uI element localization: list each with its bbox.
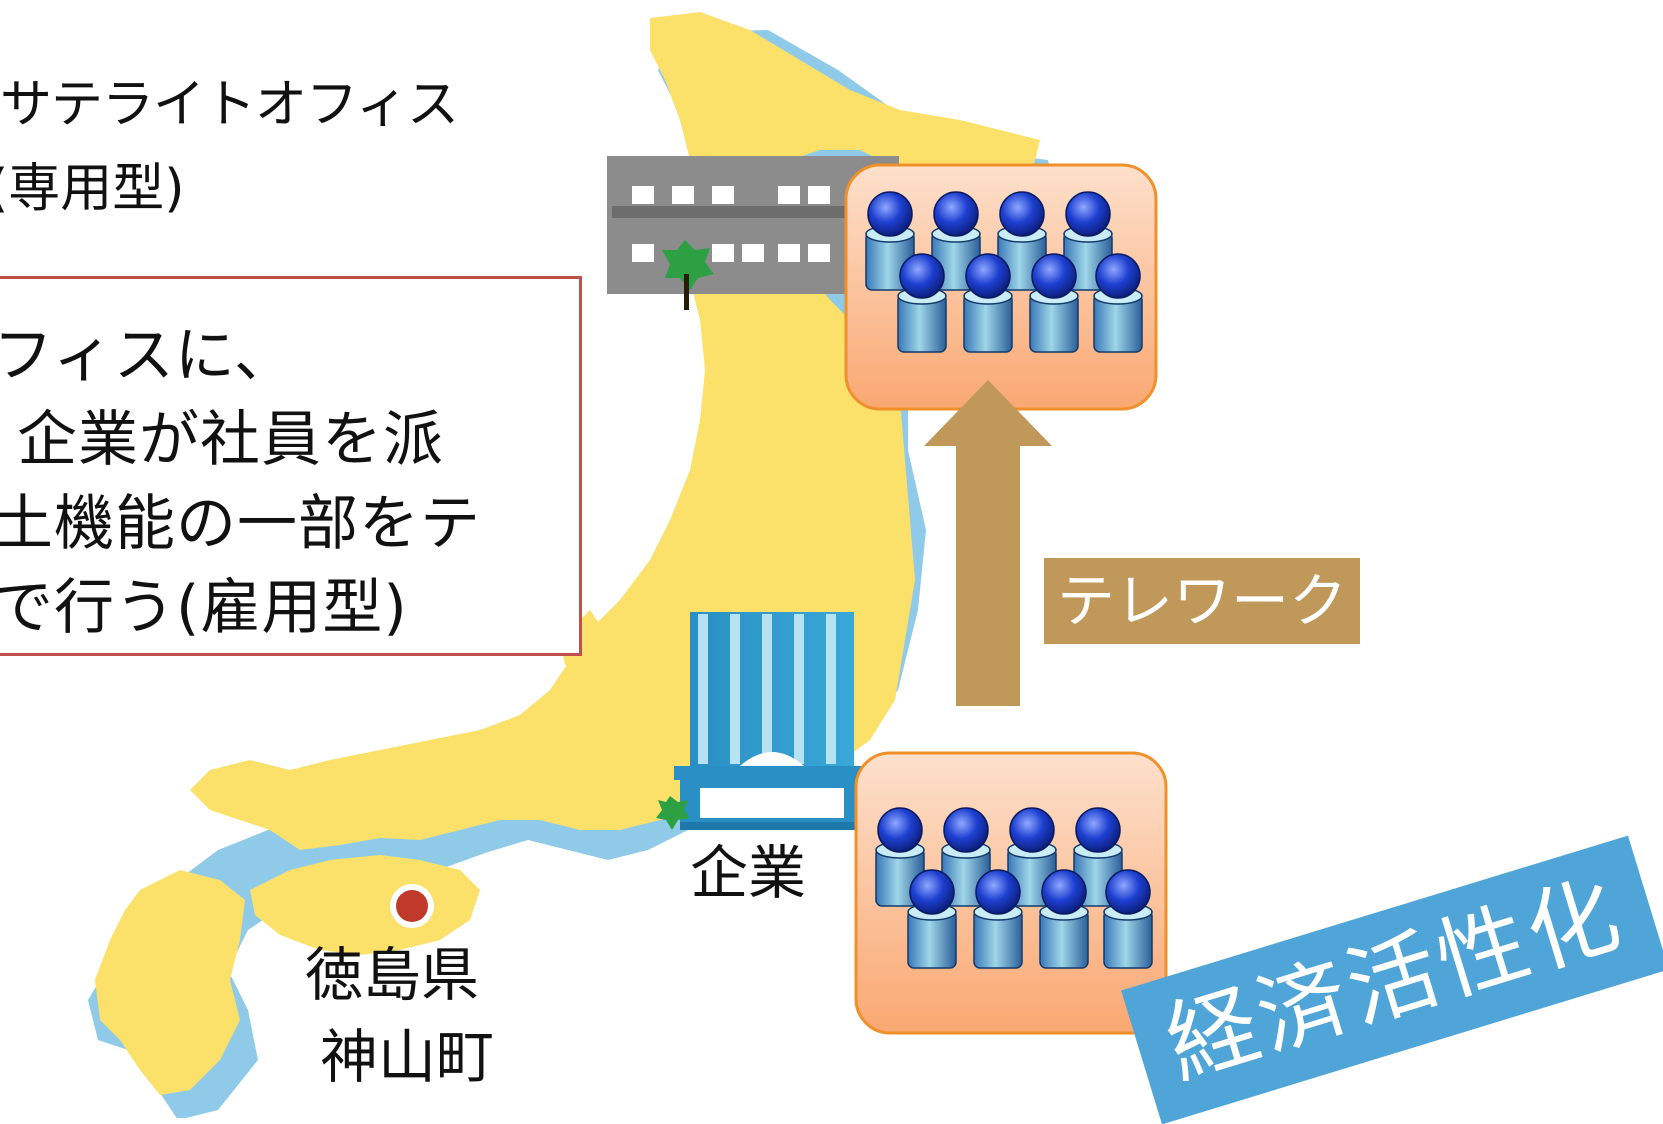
- description-line: 企業が社員を派: [17, 405, 444, 475]
- person-icon: [1093, 253, 1143, 353]
- up-arrow-icon: [924, 380, 1052, 706]
- description-box: フィスに、 企業が社員を派 土機能の一部をテ で行う(雇用型): [0, 276, 582, 656]
- company-building-icon: [656, 612, 870, 830]
- person-icon: [897, 253, 947, 353]
- company-label: 企業: [690, 839, 807, 907]
- people-layer: [865, 191, 1153, 969]
- title-line2: (専用型): [0, 159, 185, 219]
- description-line: 土機能の一部をテ: [0, 489, 481, 559]
- person-icon: [963, 253, 1013, 353]
- description-line: で行う(雇用型): [0, 573, 408, 643]
- person-icon: [875, 807, 925, 907]
- person-icon: [865, 191, 915, 291]
- location-marker-icon: [390, 884, 434, 928]
- person-icon: [1039, 869, 1089, 969]
- title-line1: サテライトオフィス: [0, 75, 459, 135]
- person-icon: [1029, 253, 1079, 353]
- prefecture-label: 徳島県: [305, 941, 480, 1009]
- description-line: フィスに、: [0, 321, 295, 391]
- person-icon: [973, 869, 1023, 969]
- person-icon: [907, 869, 957, 969]
- person-icon: [1103, 869, 1153, 969]
- tree-icon: [662, 240, 714, 310]
- telework-label: テレワーク: [1044, 558, 1360, 644]
- town-label: 神山町: [320, 1023, 495, 1091]
